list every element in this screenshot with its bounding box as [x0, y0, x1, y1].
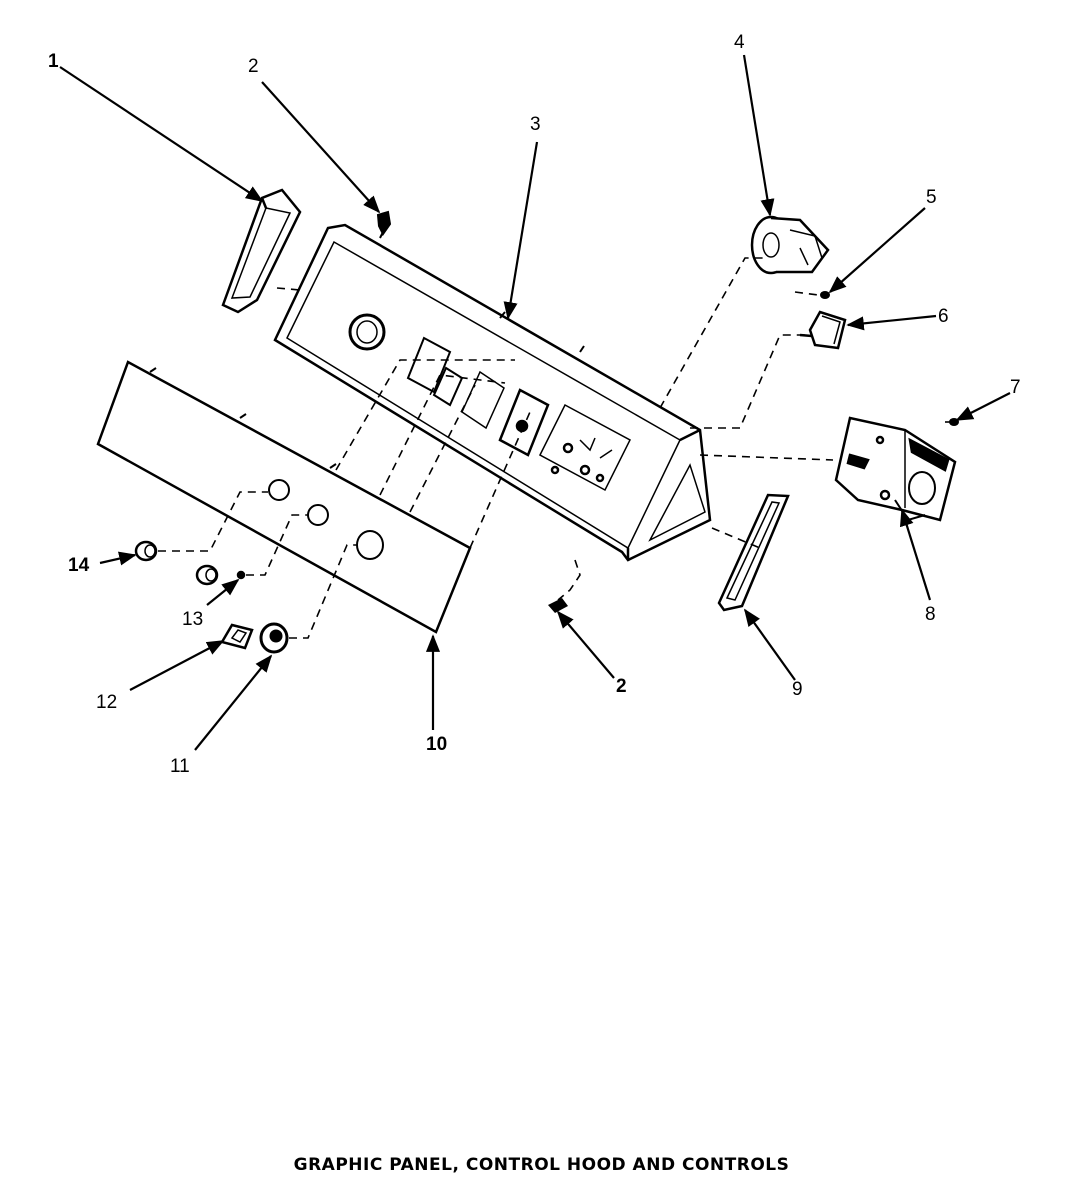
part-14-button — [134, 540, 158, 562]
callout-2-top: 2 — [248, 56, 259, 77]
callout-14: 14 — [68, 555, 90, 576]
callout-3: 3 — [530, 114, 541, 135]
diagram-caption: GRAPHIC PANEL, CONTROL HOOD AND CONTROLS — [293, 1155, 790, 1175]
callout-12: 12 — [96, 692, 117, 713]
assembly-lines — [158, 257, 952, 639]
part-1-end-cap — [221, 188, 302, 314]
callout-7: 7 — [1010, 377, 1021, 398]
part-9-end-cap — [717, 493, 790, 612]
callout-11: 11 — [170, 756, 190, 777]
leader-lines — [59, 54, 1011, 751]
callout-5: 5 — [926, 187, 937, 208]
callout-13: 13 — [182, 609, 203, 630]
part-5-screw — [820, 291, 830, 299]
callout-6: 6 — [938, 306, 949, 327]
part-4-switch — [750, 215, 830, 275]
part-6-switch — [799, 310, 847, 350]
part-2-screw-bottom — [548, 598, 568, 613]
callout-10: 10 — [426, 734, 447, 755]
callout-2-bottom: 2 — [616, 676, 627, 697]
callout-4: 4 — [734, 32, 745, 53]
part-13-button — [195, 564, 246, 586]
callout-9: 9 — [792, 679, 803, 700]
part-2-screw-top — [376, 210, 392, 236]
part-12-insert — [220, 623, 254, 650]
callout-labels: 1 2 3 4 5 6 7 8 9 2 10 11 12 13 14 — [48, 32, 1021, 777]
part-8-timer — [834, 416, 957, 522]
part-11-knob — [259, 622, 289, 654]
callout-8: 8 — [925, 604, 936, 625]
callout-1: 1 — [48, 51, 59, 72]
